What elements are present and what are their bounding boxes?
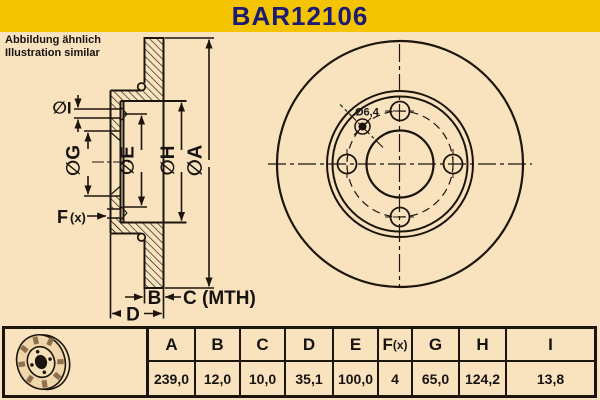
locating-hole: Ø6,4 bbox=[339, 104, 384, 148]
product-code: BAR12106 bbox=[231, 1, 369, 31]
table-value-i: 13,8 bbox=[505, 362, 594, 395]
table-header-i: I bbox=[505, 329, 594, 362]
brake-disc-icon-cell bbox=[5, 329, 149, 395]
table-header-g: G bbox=[411, 329, 458, 362]
technical-drawing-svg: ∅I ∅G ∅E ∅H ∅A F (x) B C (MTH) D bbox=[52, 37, 532, 326]
section-dimension-lines bbox=[74, 37, 214, 319]
table-value-c: 10,0 bbox=[239, 362, 284, 395]
table-header-fx: F(x) bbox=[377, 329, 411, 362]
hole-diameter-label: Ø6,4 bbox=[355, 107, 380, 119]
table-value-d: 35,1 bbox=[284, 362, 332, 395]
table-value-g: 65,0 bbox=[411, 362, 458, 395]
dim-label-c: C (MTH) bbox=[183, 288, 256, 309]
front-view-centerlines bbox=[268, 44, 532, 287]
section-feature-lines bbox=[74, 107, 147, 220]
table-header-h: H bbox=[458, 329, 505, 362]
section-hatching bbox=[110, 38, 164, 288]
dim-label-a: ∅A bbox=[185, 145, 207, 177]
disclaimer-line-en: Illustration similar bbox=[5, 47, 100, 59]
table-header-c: C bbox=[239, 329, 284, 362]
brake-disc-icon bbox=[15, 334, 71, 391]
table-header-e: E bbox=[332, 329, 377, 362]
dimension-table: A B C D E F(x) G H I 239,0 12,0 10,0 35,… bbox=[149, 329, 594, 395]
table-value-a: 239,0 bbox=[153, 370, 190, 387]
dim-label-d: D bbox=[126, 305, 140, 326]
spec-strip: A B C D E F(x) G H I 239,0 12,0 10,0 35,… bbox=[2, 326, 597, 398]
table-value-h: 124,2 bbox=[458, 362, 505, 395]
dim-label-f: F bbox=[57, 207, 68, 227]
dim-label-h: ∅H bbox=[158, 146, 179, 176]
disclaimer-line-de: Abbildung ähnlich bbox=[5, 34, 101, 46]
dim-label-b: B bbox=[148, 288, 162, 309]
table-header-b: B bbox=[194, 329, 239, 362]
table-value-b: 12,0 bbox=[194, 362, 239, 395]
table-value-e: 100,0 bbox=[332, 362, 377, 395]
table-header-a: A bbox=[149, 329, 194, 362]
dim-label-i: ∅I bbox=[52, 99, 71, 118]
bolt-hole-ticks bbox=[346, 110, 454, 218]
front-view: Ø6,4 bbox=[268, 39, 532, 289]
cross-section-view: ∅I ∅G ∅E ∅H ∅A F (x) B C (MTH) D bbox=[52, 37, 256, 326]
dim-label-e: ∅E bbox=[118, 146, 139, 175]
table-value-fx: 4 bbox=[377, 362, 411, 395]
dim-label-f-sub: (x) bbox=[70, 210, 86, 225]
title-bar: BAR12106 bbox=[0, 0, 600, 32]
disclaimer-note: Abbildung ähnlich Illustration similar bbox=[5, 34, 101, 60]
dim-label-g: ∅G bbox=[64, 145, 85, 176]
table-header-d: D bbox=[284, 329, 332, 362]
